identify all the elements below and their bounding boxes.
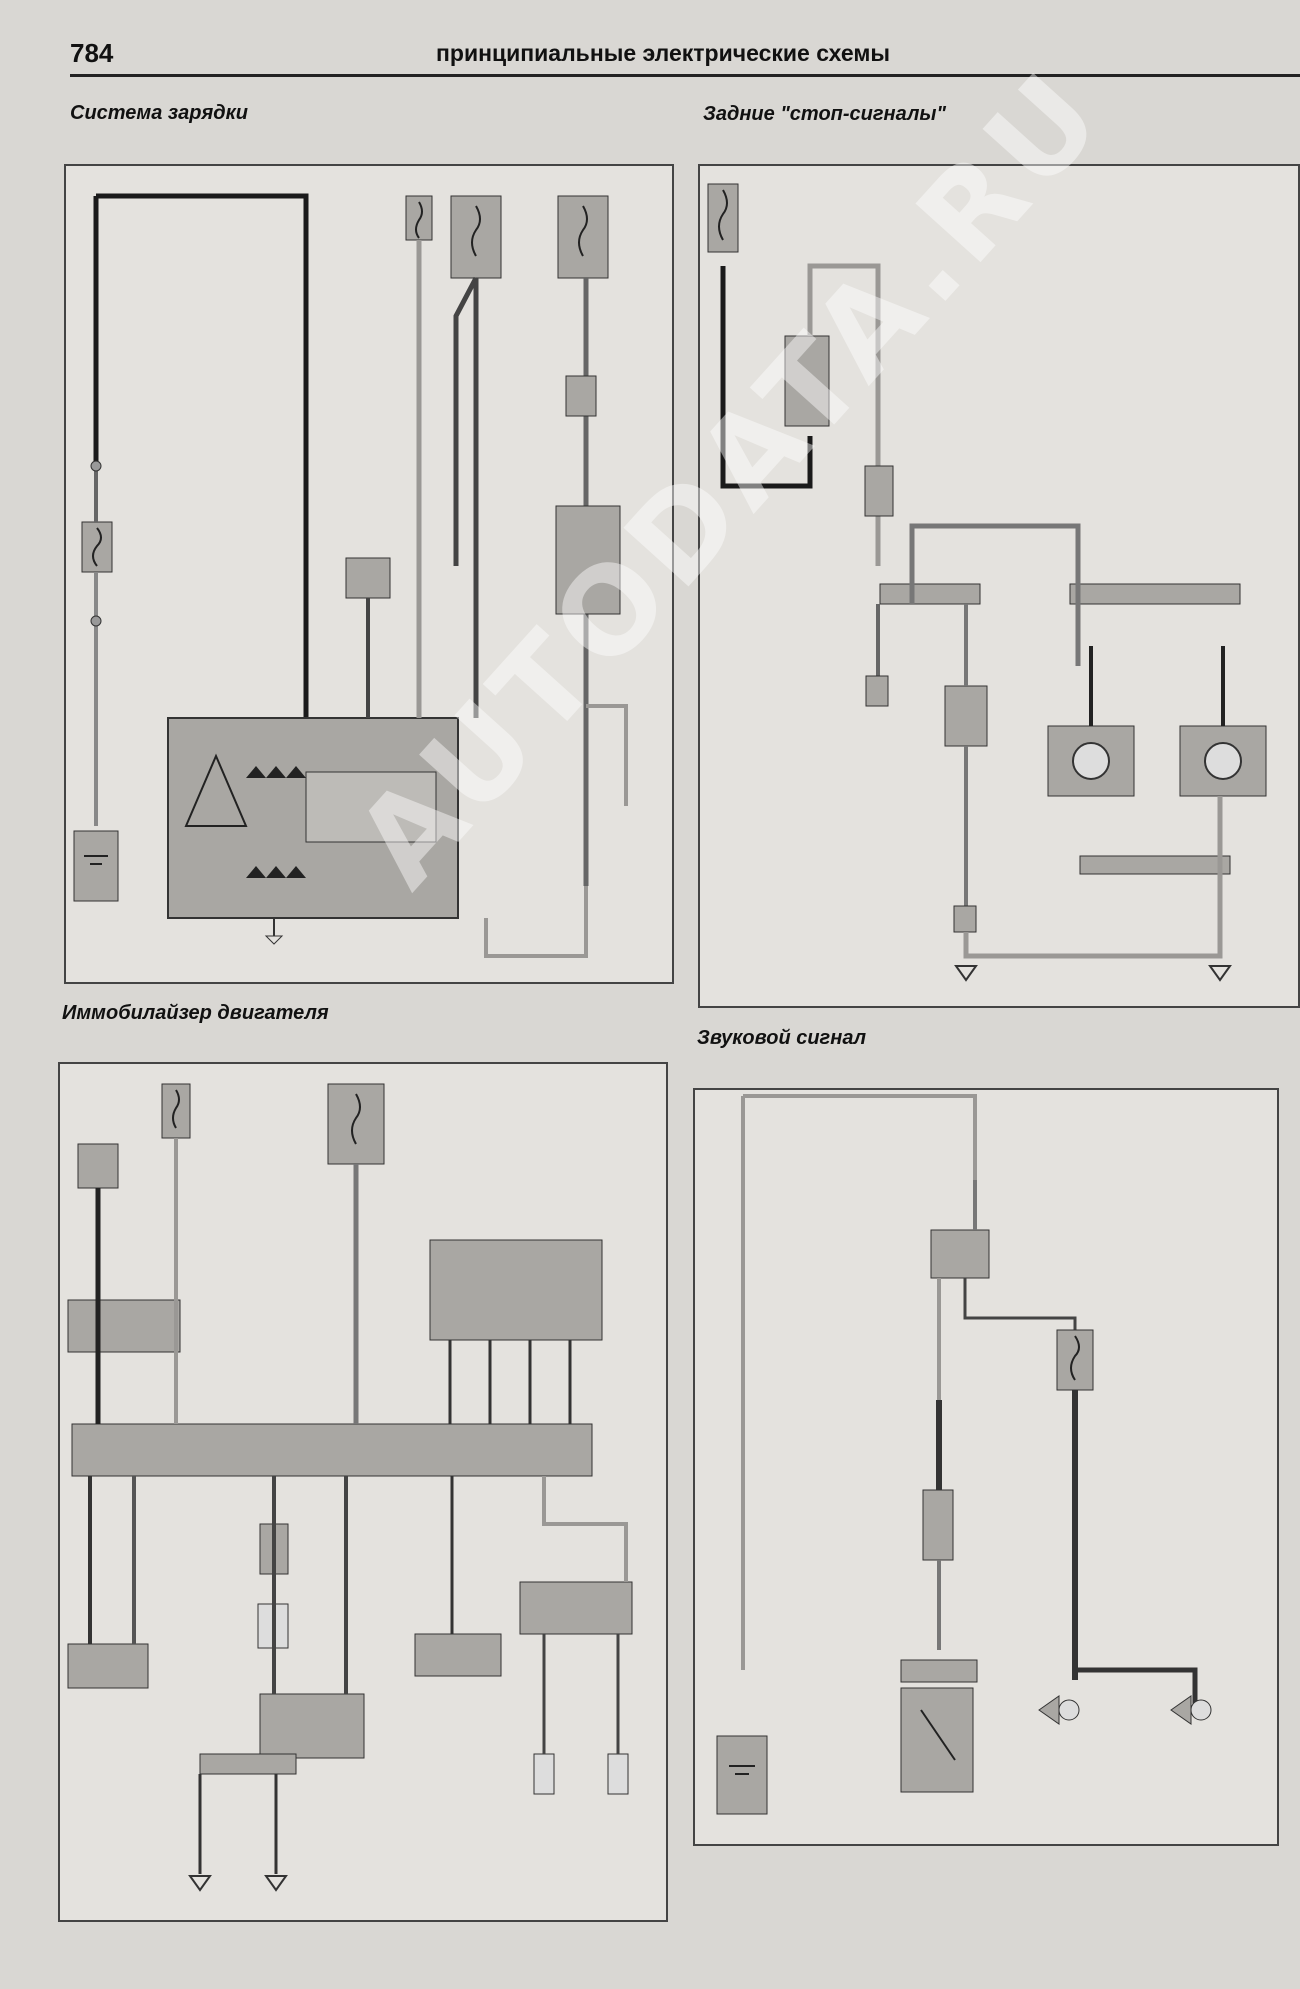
steering-pad-switch-icon bbox=[900, 1687, 974, 1793]
horn-panel bbox=[693, 1088, 1279, 1846]
page-number: 784 bbox=[70, 38, 114, 68]
ground-icon bbox=[1208, 965, 1232, 982]
ground-icon bbox=[954, 965, 978, 982]
battery-icon bbox=[73, 830, 119, 902]
charging-system-diagram bbox=[73, 193, 628, 958]
header-divider bbox=[70, 74, 1300, 77]
immobilizer-title: Иммобилайзер двигателя bbox=[62, 1002, 329, 1024]
spiral-cable-icon bbox=[900, 1659, 978, 1683]
ground-icon bbox=[188, 1875, 212, 1892]
brake-lights-diagram bbox=[707, 183, 1267, 982]
fuse-icon bbox=[161, 1083, 191, 1139]
ecu-icon bbox=[71, 1423, 593, 1477]
junction-connector-icon bbox=[879, 583, 981, 605]
immobilizer-diagram bbox=[67, 1083, 633, 1892]
horn-icon bbox=[1038, 1695, 1060, 1725]
fuse-icon bbox=[450, 195, 502, 279]
horn-diagram bbox=[716, 1094, 1212, 1815]
stop-lamp-switch-icon bbox=[784, 335, 830, 427]
transponder-key-amplifier-icon bbox=[429, 1239, 603, 1341]
junction-connector-icon bbox=[1079, 855, 1231, 875]
fuse-icon bbox=[707, 183, 739, 253]
ic-regulator-icon bbox=[305, 771, 437, 843]
charging-system-title: Система зарядки bbox=[70, 102, 248, 124]
horn-icon bbox=[1170, 1695, 1192, 1725]
charging-system-panel bbox=[64, 164, 674, 984]
high-mount-stop-light-icon bbox=[944, 685, 988, 747]
fuse-icon bbox=[1056, 1329, 1094, 1391]
immobilizer-panel bbox=[58, 1062, 668, 1922]
brake-lights-panel bbox=[698, 164, 1300, 1008]
security-indicator-icon bbox=[414, 1633, 502, 1677]
horn-relay-icon bbox=[930, 1229, 990, 1279]
page-header-title: принципиальные электрические схемы bbox=[436, 40, 891, 66]
junction-connector-icon bbox=[199, 1753, 297, 1775]
engine-ecu-icon bbox=[67, 1643, 149, 1689]
horn-title: Звуковой сигнал bbox=[697, 1027, 867, 1049]
ground-icon bbox=[264, 1875, 288, 1892]
relay-icon bbox=[555, 505, 621, 615]
junction-connector-icon bbox=[1069, 583, 1241, 605]
brake-lights-title: Задние "стоп-сигналы" bbox=[703, 103, 946, 125]
fuse-icon bbox=[557, 195, 609, 279]
